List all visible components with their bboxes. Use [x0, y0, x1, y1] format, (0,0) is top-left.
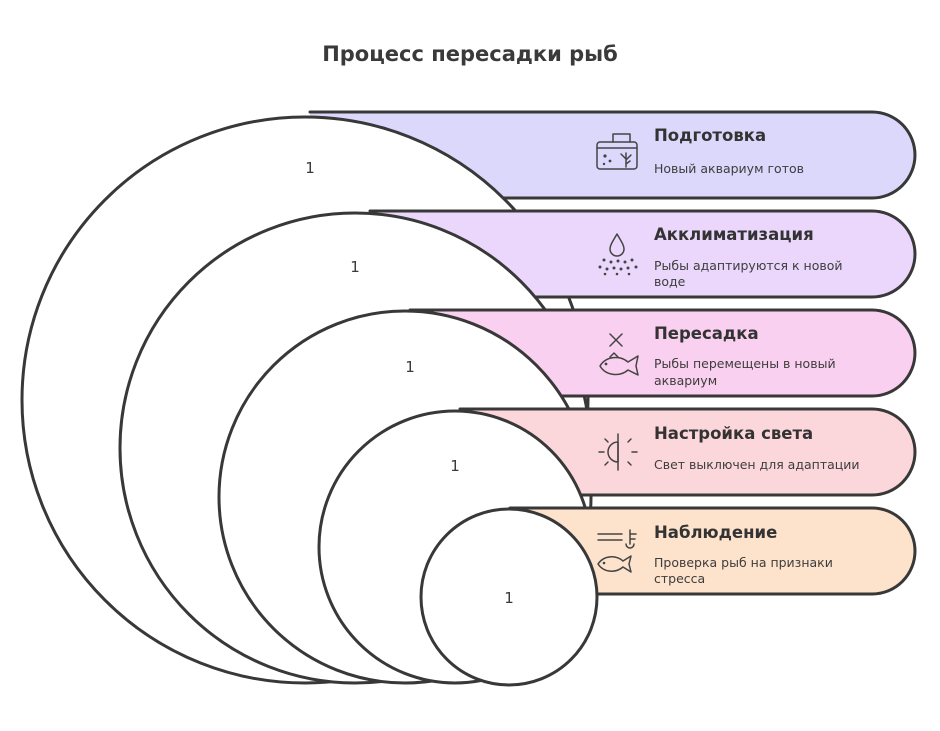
step-description-line-2: аквариум [654, 373, 717, 388]
step-number: 1 [450, 457, 460, 475]
step-band-outline [458, 407, 917, 497]
fish-transfer-icon [599, 333, 639, 376]
step-circle [419, 507, 599, 687]
step-title: Акклиматизация [654, 225, 814, 244]
step-description-line-2: воде [654, 274, 686, 289]
step-description-line-1: Рыбы адаптируются к новой [654, 258, 842, 273]
step-band-outline [408, 308, 917, 398]
step-observation: 1 Наблюдение Проверка рыб на признаки ст… [419, 506, 917, 687]
step-title: Подготовка [654, 126, 766, 145]
step-title: Наблюдение [654, 523, 777, 542]
step-number: 1 [405, 358, 415, 376]
diagram-title: Процесс пересадки рыб [322, 42, 618, 66]
step-band-outline [508, 506, 917, 596]
step-title: Настройка света [654, 424, 813, 443]
water-drop-icon [598, 233, 638, 276]
step-band [510, 508, 915, 594]
step-description-line-2: стресса [654, 571, 705, 586]
step-title: Пересадка [654, 324, 759, 343]
aquarium-icon [596, 133, 638, 170]
step-number: 1 [504, 589, 514, 607]
fish-observation-icon [597, 529, 637, 573]
step-number: 1 [305, 159, 315, 177]
step-band-outline [368, 209, 917, 299]
step-description-line-1: Проверка рыб на признаки [654, 555, 833, 570]
light-off-icon [598, 433, 638, 471]
step-number: 1 [350, 258, 360, 276]
step-band-outline [308, 110, 917, 200]
step-description: Свет выключен для адаптации [654, 457, 860, 472]
step-description-line-1: Рыбы перемещены в новый [654, 356, 836, 371]
step-description: Новый аквариум готов [654, 161, 804, 176]
step-band [460, 409, 915, 495]
